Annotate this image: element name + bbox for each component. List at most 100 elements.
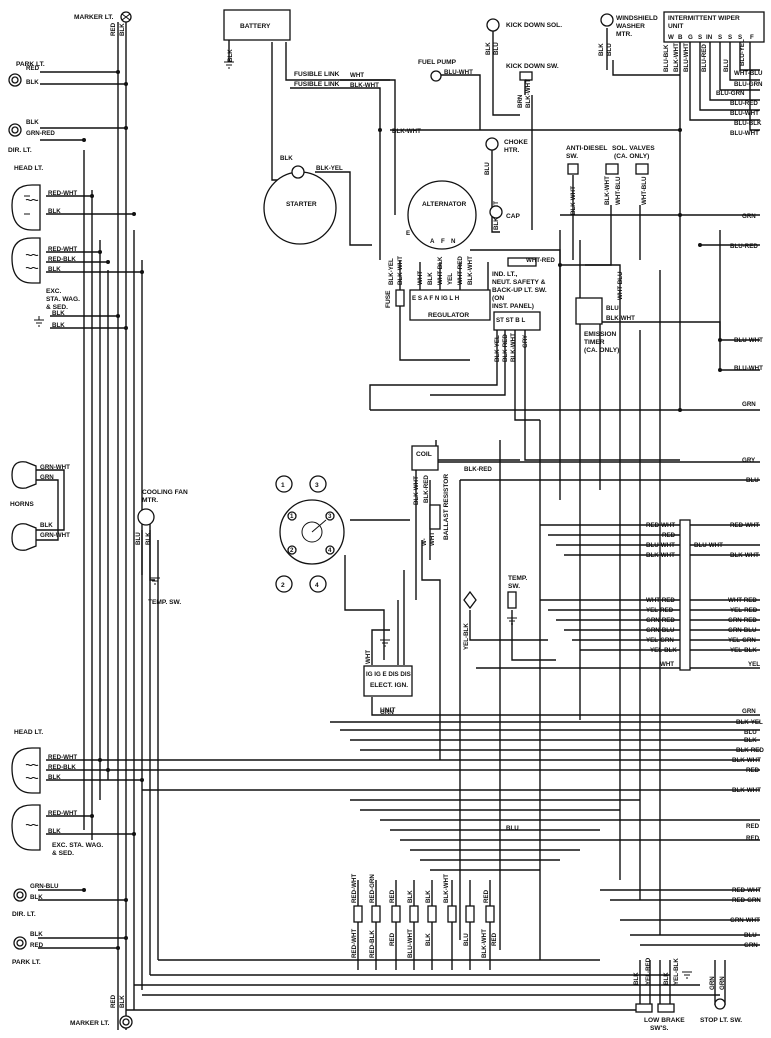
- wire-label: GRN-WHT: [40, 464, 70, 471]
- wire-label: BLK-WHT: [397, 256, 404, 285]
- choke-label: HTR.: [504, 147, 520, 154]
- temp-sw-left-label: TEMP. SW.: [148, 599, 181, 606]
- exc-label: EXC. STA. WAG.: [52, 842, 103, 849]
- wire-label: BLK: [744, 737, 757, 744]
- wire-label: GRN: [709, 976, 716, 990]
- wiper-pin: IN: [706, 34, 713, 41]
- wire-label: BLK: [48, 208, 61, 215]
- regulator-label: REGULATOR: [428, 312, 469, 319]
- alternator-label: ALTERNATOR: [422, 201, 467, 208]
- wiring-lines: [36, 22, 760, 1030]
- wire-label: RED-WHT: [351, 874, 358, 903]
- wire-label: YEL-RED: [645, 957, 652, 985]
- wire-label: RED-GRN: [732, 897, 761, 904]
- kick-down-sw-label: KICK DOWN SW.: [506, 63, 559, 70]
- dir-lt-top: DIR. LT. BLK GRN-RED: [8, 119, 55, 154]
- wire-label: BLK-YEL: [494, 335, 501, 362]
- wire-label: BLU-WHT: [734, 365, 763, 372]
- head-lt-bottom: HEAD LT. RED-WHT RED-BLK BLK RED-WHT BLK…: [11, 729, 103, 857]
- stop-light-switch: GRN GRN STOP LT. SW.: [700, 976, 742, 1024]
- wire-label: BLU-WHT: [683, 43, 690, 72]
- wire-label: RED-WHT: [48, 754, 77, 761]
- wire-label: BLU: [723, 59, 730, 72]
- firing-number: 3: [315, 482, 319, 489]
- wire-label: BLU-WHT: [444, 69, 473, 76]
- dir-lt-top-label: DIR. LT.: [8, 147, 32, 154]
- exc-label: STA. WAG.: [46, 296, 80, 303]
- wire-label: BLU-RED: [730, 100, 758, 107]
- wire-label: BLK-WHT: [570, 186, 577, 215]
- wire-label: BLU-RED: [701, 44, 708, 72]
- solenoid-valves: SOL. VALVES (CA. ONLY) BLK-WHT WHT-BLU W…: [604, 145, 655, 205]
- wire-label: BLU-BLK: [734, 120, 762, 127]
- wire-label: BLK-RED: [464, 466, 492, 473]
- wire-label: BLK: [119, 995, 126, 1008]
- wire-label: GRN-RED: [728, 617, 757, 624]
- wire-label: BLK: [52, 310, 65, 317]
- park-lt-top: PARK LT. RED BLK: [8, 61, 45, 87]
- head-lt-top: HEAD LT. RED-WHT BLK RED-WHT RED-BLK BLK…: [11, 165, 80, 311]
- wire-label: RED: [746, 767, 760, 774]
- wire-label: WHT-RED: [526, 257, 555, 264]
- wire-label: BLK: [30, 894, 43, 901]
- wire-label: BLU: [463, 933, 470, 946]
- dist-mark: 3: [328, 513, 332, 520]
- wire-label: GRY: [742, 457, 756, 464]
- wire-label: BLK: [227, 49, 234, 62]
- wire-label: BLK-WHT: [510, 333, 517, 362]
- wire-label: RED: [483, 889, 490, 903]
- ind-lt-label: INST. PANEL): [492, 303, 534, 310]
- wire-label: WHT-BLK: [437, 256, 444, 285]
- wire-label: BLK-WHT: [443, 874, 450, 903]
- wiper-pin: S: [718, 34, 722, 41]
- horns: HORNS GRN-WHT GRN BLK GRN-WHT: [10, 461, 70, 551]
- temp-switch-right: TEMP. SW. YEL-BLK: [463, 575, 527, 650]
- wire-label: BLK-RED: [502, 334, 509, 362]
- wiper-pin: B: [678, 34, 683, 41]
- electronic-ignition-unit: IG IG E DIS DIS ELECT. IGN. UNIT WHT GRN: [363, 639, 413, 716]
- wire-label: RED: [389, 932, 396, 946]
- washer-label: WASHER: [616, 23, 645, 30]
- fuse: FUSE: [385, 289, 405, 308]
- low-brake-label: SW'S.: [650, 1025, 669, 1032]
- wire-label: BLU-WHT: [694, 542, 723, 549]
- firing-order: 1 3 2 4: [275, 475, 327, 593]
- wire-label: BLK: [48, 266, 61, 273]
- firing-number: 4: [315, 582, 319, 589]
- wire-label: BLK-WHT: [732, 757, 761, 764]
- dist-mark: 2: [290, 547, 294, 554]
- wire-label: BLK: [663, 972, 670, 985]
- wiper-pin: S: [728, 34, 732, 41]
- wire-label: BLK-WHT: [350, 82, 379, 89]
- regulator-pins: E S A F N IG L H: [412, 295, 460, 302]
- cooling-fan-motor: COOLING FAN MTR. BLU BLK TEMP. SW.: [135, 489, 188, 606]
- ballast-resistor: BALLAST RESISTOR: [429, 474, 450, 540]
- wire-label: BLK: [427, 272, 434, 285]
- ind-lt-label: NEUT. SAFETY &: [492, 279, 546, 286]
- connector: [507, 257, 537, 267]
- alt-pin: N: [451, 238, 456, 245]
- anti-diesel-label: ANTI-DIESEL: [566, 145, 607, 152]
- emission-label: TIMER: [584, 339, 605, 346]
- exc-label: & SED.: [52, 850, 74, 857]
- low-brake-label: LOW BRAKE: [644, 1017, 685, 1024]
- wire-label: YEL-GRN: [728, 637, 756, 644]
- wire-label: WHT-BLU: [615, 176, 622, 205]
- wire-label: RED-WHT: [48, 190, 77, 197]
- coil: COIL: [411, 445, 439, 471]
- marker-lt-bottom: MARKER LT. RED BLK: [70, 994, 133, 1029]
- low-brake-switches: BLK YEL-RED BLK YEL-BLK LOW BRAKE SW'S.: [633, 957, 692, 1032]
- wire-label: BLU: [493, 42, 500, 55]
- wire-label: BLK: [48, 828, 61, 835]
- elect-ign-label: UNIT: [380, 707, 395, 714]
- windshield-washer-motor: WINDSHIELD WASHER MTR. BLK BLU: [598, 13, 658, 56]
- wire-label: BLU: [744, 932, 757, 939]
- horns-label: HORNS: [10, 501, 34, 508]
- ind-lt-neutral-safety-switch: IND. LT., NEUT. SAFETY & BACK-UP LT. SW.…: [492, 271, 547, 362]
- sol-valves-label: (CA. ONLY): [614, 153, 649, 160]
- alt-pin: F: [441, 238, 445, 245]
- wire-label: RED: [491, 932, 498, 946]
- alternator: ALTERNATOR E A F N: [406, 180, 477, 250]
- fuse-label: FUSE: [385, 290, 392, 308]
